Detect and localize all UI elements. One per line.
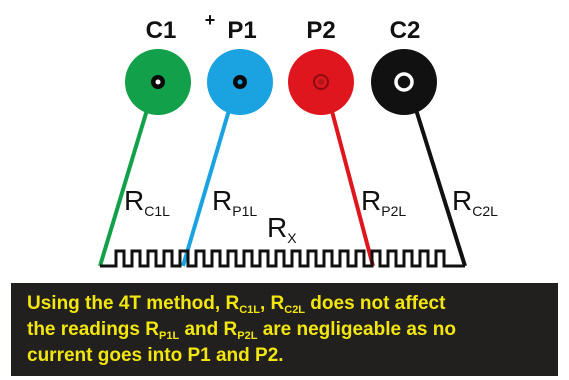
terminal-socket-p2 (313, 74, 329, 90)
terminal-plus-p1: + (205, 10, 216, 30)
resistor-label-rx: RX (267, 212, 297, 246)
lead-wire-c2 (411, 99, 467, 267)
lead-label-rp2l: RP2L (361, 185, 406, 219)
lead-wire-p2 (327, 99, 375, 267)
lead-wire-p1 (181, 99, 234, 267)
lead-label-rc1l: RC1L (124, 185, 170, 219)
caption-line-2: the readings RP1L and RP2L are negligeab… (27, 319, 456, 342)
terminal-c2 (371, 49, 437, 115)
terminal-c1 (125, 49, 191, 115)
caption-line-3: current goes into P1 and P2. (27, 345, 284, 366)
caption-line-1: Using the 4T method, RC1L, RC2L does not… (27, 293, 446, 316)
lead-label-rc2l: RC2L (452, 185, 498, 219)
resistor-rx (100, 249, 465, 268)
terminal-socket-c2 (394, 72, 414, 92)
terminal-p2 (288, 49, 354, 115)
terminal-label-p1: P1 (227, 17, 256, 44)
lead-label-rp1l: RP1L (212, 185, 257, 219)
terminal-label-p2: P2 (306, 17, 335, 44)
terminal-disc-c2 (371, 49, 437, 115)
caption-box: Using the 4T method, RC1L, RC2L does not… (11, 283, 558, 376)
terminal-p1 (207, 49, 273, 115)
terminal-label-c1: C1 (146, 17, 177, 44)
lead-wire-c1 (98, 99, 152, 267)
terminal-label-c2: C2 (390, 17, 421, 44)
